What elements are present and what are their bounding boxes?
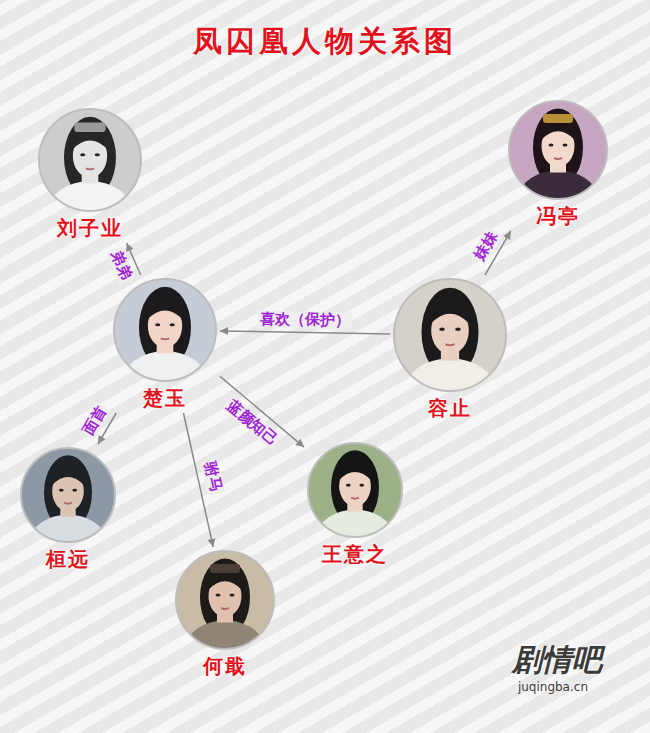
watermark-url: juqingba.cn [518,680,588,694]
portrait-circle [307,442,403,538]
portrait-circle [175,550,275,650]
character-name: 容止 [428,396,472,420]
relation-label: 驸马 [201,458,225,495]
character-name: 楚玉 [143,386,187,410]
relation-label: 喜欢（保护） [258,311,352,330]
arrow-head [503,231,510,240]
character-node: 容止 [393,278,507,420]
relation-label: 面首 [79,402,111,440]
character-node: 桓远 [20,447,116,571]
portrait-circle [38,108,142,212]
portrait-circle [393,278,507,392]
character-node: 刘子业 [38,108,142,240]
diagram-title: 凤囚凰人物关系图 [0,22,650,62]
arrow-head [220,327,228,335]
arrow-head [98,435,106,444]
character-node: 何戢 [175,550,275,678]
character-name: 冯亭 [536,204,580,228]
character-name: 桓远 [46,547,90,571]
character-node: 冯亭 [508,100,608,228]
portrait-circle [508,100,608,200]
character-node: 王意之 [307,442,403,566]
watermark-logo: 剧情吧 [512,640,602,681]
arrow-head [126,243,133,252]
connector-line [220,331,390,334]
character-node: 楚玉 [113,278,217,410]
character-name: 刘子业 [57,216,123,240]
portrait-circle [20,447,116,543]
character-name: 何戢 [203,654,247,678]
relation-label: 弟弟 [106,246,136,284]
arrow-head [295,439,304,447]
arrow-head [208,538,216,547]
character-name: 王意之 [322,542,388,566]
relation-label: 妹妹 [470,227,502,265]
portrait-circle [113,278,217,382]
